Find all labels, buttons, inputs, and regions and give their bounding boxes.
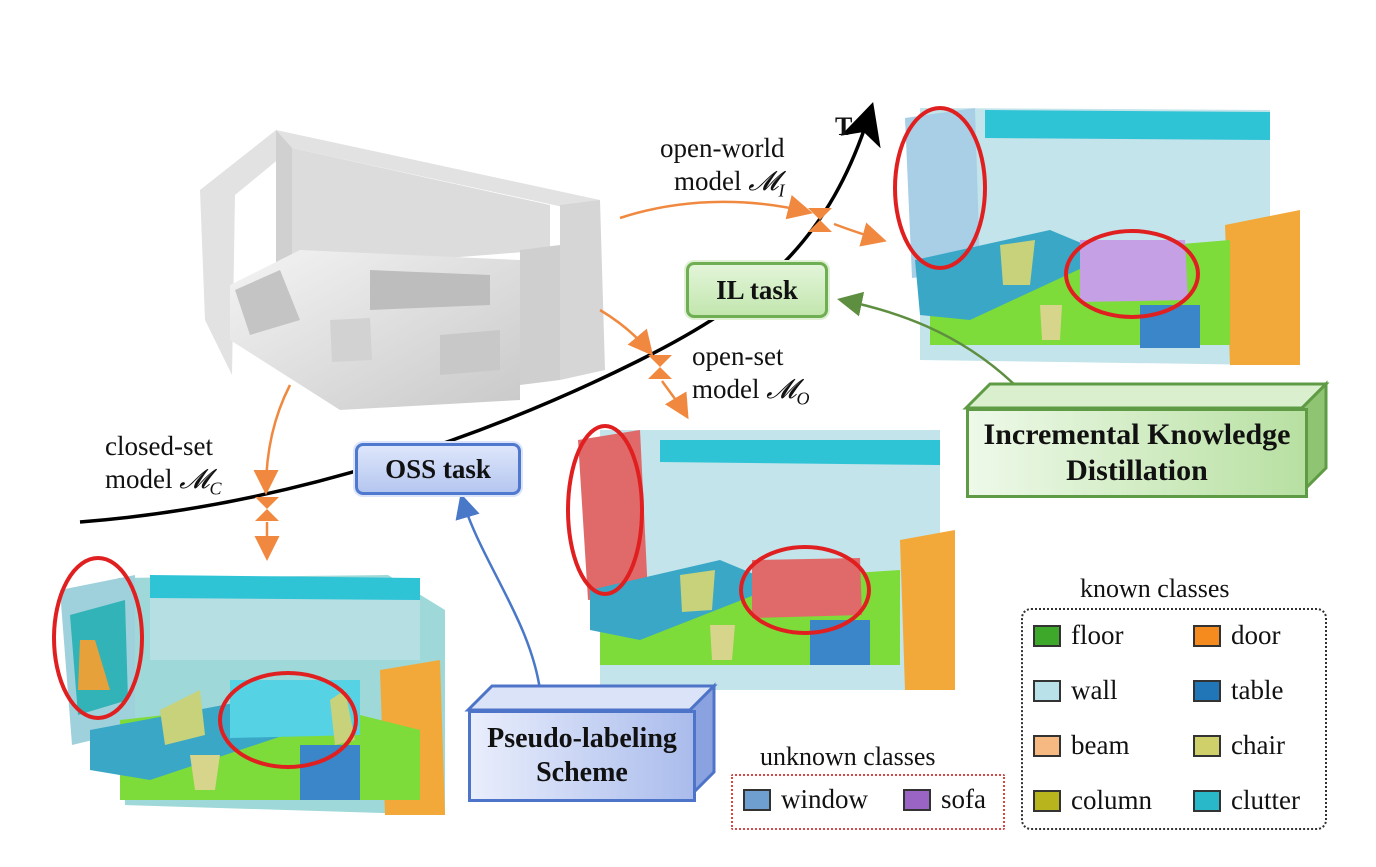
- highlight-sofa-openset: [739, 545, 871, 635]
- legend-item-chair: chair: [1193, 730, 1285, 761]
- legend-label-beam: beam: [1071, 730, 1130, 760]
- highlight-window-openset: [566, 424, 644, 596]
- raw-pointcloud-scene: [200, 130, 605, 410]
- closed-set-line2-row: model 𝓜C: [105, 463, 222, 505]
- psl-face: Pseudo-labeling Scheme: [468, 710, 696, 802]
- psl-line2: Scheme: [536, 757, 628, 788]
- open-world-sub: I: [778, 180, 785, 201]
- closed-set-line2: model: [105, 464, 173, 494]
- marker-open-world: [808, 208, 832, 232]
- highlight-sofa-closedset: [218, 671, 358, 769]
- closed-set-symbol: 𝓜: [179, 464, 210, 495]
- legend-item-column: column: [1033, 785, 1152, 816]
- legend-item-window: window: [743, 784, 868, 815]
- highlight-sofa-openworld: [1064, 229, 1200, 319]
- psl-line1: Pseudo-labeling: [487, 723, 677, 754]
- open-set-result-scene: [578, 430, 955, 690]
- open-world-model-label: open-world model 𝓜I: [660, 132, 785, 207]
- legend-label-sofa: sofa: [941, 784, 986, 814]
- psl-box-3d: [464, 682, 718, 800]
- ikd-line1: Incremental Knowledge: [983, 418, 1291, 451]
- ikd-face: Incremental Knowledge Distillation: [966, 408, 1308, 498]
- unknown-classes-title: unknown classes: [760, 742, 936, 771]
- ikd-box-3d: [962, 380, 1330, 496]
- marker-closed-set: [255, 497, 279, 521]
- open-set-sub: O: [796, 388, 810, 409]
- open-world-line2-row: model 𝓜I: [660, 165, 785, 207]
- legend-swatch-table: [1193, 679, 1221, 702]
- closed-set-model-label: closed-set model 𝓜C: [105, 430, 222, 505]
- psl-to-oss-arrow: [455, 493, 542, 691]
- open-world-line2: model: [674, 166, 742, 196]
- incremental-knowledge-distillation-box: Incremental Knowledge Distillation: [966, 384, 1326, 498]
- legend-swatch-wall: [1033, 679, 1061, 702]
- legend-item-beam: beam: [1033, 730, 1129, 761]
- legend-label-floor: floor: [1071, 620, 1124, 650]
- legend-label-door: door: [1231, 620, 1281, 650]
- known-classes-legend: [1021, 608, 1327, 830]
- legend-item-wall: wall: [1033, 675, 1118, 706]
- legend-swatch-beam: [1033, 734, 1061, 757]
- oss-task-box: OSS task: [355, 443, 521, 495]
- legend-swatch-floor: [1033, 624, 1061, 647]
- open-set-line2: model: [692, 374, 760, 404]
- legend-swatch-sofa: [903, 788, 931, 811]
- closed-set-result-scene: [60, 575, 445, 815]
- legend-item-door: door: [1193, 620, 1281, 651]
- open-world-symbol: 𝓜: [748, 166, 779, 197]
- timeline-markers: [255, 208, 832, 521]
- highlight-window-closedset: [52, 556, 144, 720]
- legend-label-column: column: [1071, 785, 1152, 815]
- unknown-classes-legend: [731, 774, 1005, 830]
- pseudo-labeling-scheme-box: Pseudo-labeling Scheme: [468, 686, 714, 802]
- legend-label-window: window: [781, 784, 868, 814]
- closed-set-line1: closed-set: [105, 431, 213, 461]
- known-classes-title: known classes: [1080, 574, 1230, 603]
- legend-swatch-door: [1193, 624, 1221, 647]
- legend-swatch-clutter: [1193, 789, 1221, 812]
- legend-item-floor: floor: [1033, 620, 1123, 651]
- open-set-line1: open-set: [692, 341, 784, 371]
- unknown-highlight-ellipses: [52, 106, 1200, 769]
- legend-swatch-column: [1033, 789, 1061, 812]
- ikd-line2: Distillation: [1066, 454, 1208, 487]
- highlight-window-openworld: [893, 106, 987, 270]
- flow-arrows: [253, 195, 887, 561]
- open-set-symbol: 𝓜: [766, 374, 797, 405]
- legend-item-table: table: [1193, 675, 1283, 706]
- legend-swatch-window: [743, 788, 771, 811]
- ikd-to-il-arrow: [837, 291, 1021, 391]
- legend-swatch-chair: [1193, 734, 1221, 757]
- open-set-line2-row: model 𝓜O: [692, 373, 810, 415]
- marker-open-set: [648, 355, 672, 379]
- legend-label-chair: chair: [1231, 730, 1285, 760]
- closed-set-sub: C: [209, 478, 222, 499]
- legend-label-clutter: clutter: [1231, 785, 1300, 815]
- timeline-label: T: [835, 112, 853, 141]
- legend-item-clutter: clutter: [1193, 785, 1300, 816]
- il-task-box: IL task: [686, 262, 828, 318]
- legend-label-table: table: [1231, 675, 1284, 705]
- legend-label-wall: wall: [1071, 675, 1118, 705]
- open-world-line1: open-world: [660, 133, 785, 163]
- legend-item-sofa: sofa: [903, 784, 986, 815]
- open-set-model-label: open-set model 𝓜O: [692, 340, 810, 415]
